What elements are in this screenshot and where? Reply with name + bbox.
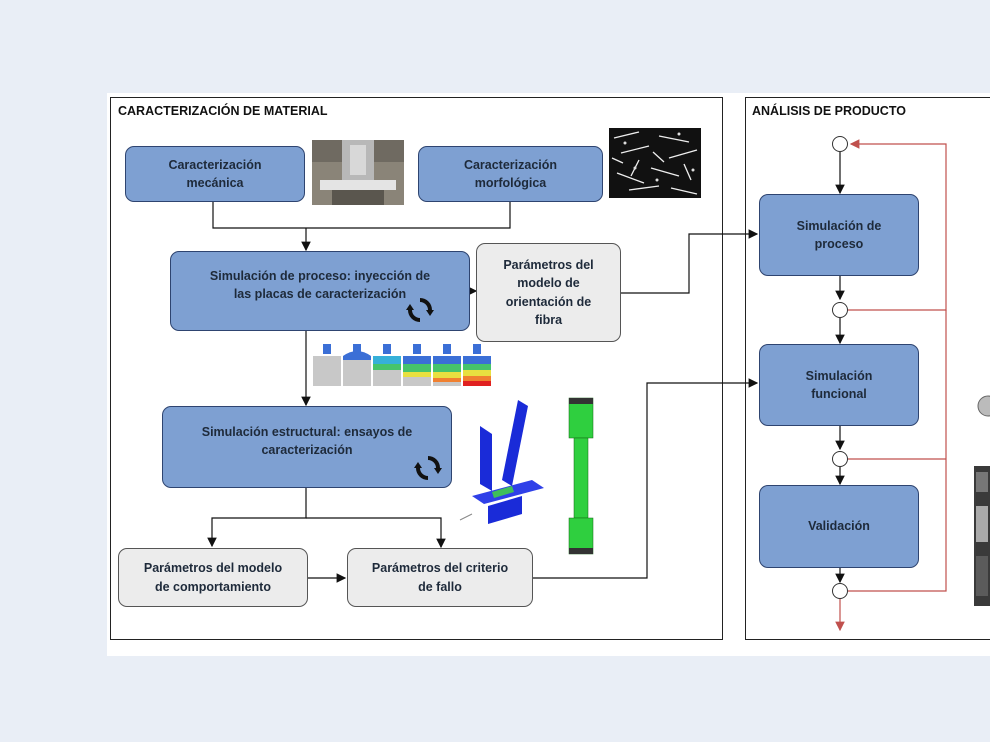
tensile-test-photo bbox=[312, 140, 404, 205]
product-process-simulation-box[interactable]: Simulación de proceso bbox=[759, 194, 919, 276]
refresh-cycle-icon bbox=[414, 456, 442, 480]
process-simulation-injection-box[interactable]: Simulación de proceso: inyección de las … bbox=[170, 251, 470, 331]
failure-criterion-params-box[interactable]: Parámetros del criterio de fallo bbox=[347, 548, 533, 607]
functional-simulation-box[interactable]: Simulación funcional bbox=[759, 344, 919, 426]
product-analysis-title: ANÁLISIS DE PRODUCTO bbox=[752, 104, 906, 118]
bending-test-model-image bbox=[459, 400, 544, 524]
flow-node-circle bbox=[832, 583, 848, 599]
product-photo-fragment bbox=[974, 466, 990, 606]
fiber-micrograph-image bbox=[609, 128, 701, 198]
functional-model-fragment bbox=[977, 395, 990, 417]
injection-fill-sequence-image bbox=[313, 344, 491, 386]
morphological-characterization-box[interactable]: Caracterización morfológica bbox=[418, 146, 603, 202]
tensile-specimen-model-image bbox=[568, 397, 594, 555]
behavior-model-params-box[interactable]: Parámetros del modelo de comportamiento bbox=[118, 548, 308, 607]
mechanical-characterization-box[interactable]: Caracterización mecánica bbox=[125, 146, 305, 202]
structural-simulation-box[interactable]: Simulación estructural: ensayos de carac… bbox=[162, 406, 452, 488]
material-characterization-title: CARACTERIZACIÓN DE MATERIAL bbox=[118, 104, 328, 118]
fiber-orientation-params-box[interactable]: Parámetros del modelo de orientación de … bbox=[476, 243, 621, 342]
flow-node-circle bbox=[832, 451, 848, 467]
refresh-cycle-icon bbox=[406, 298, 434, 322]
flow-node-circle bbox=[832, 302, 848, 318]
flow-node-circle bbox=[832, 136, 848, 152]
validation-box[interactable]: Validación bbox=[759, 485, 919, 568]
